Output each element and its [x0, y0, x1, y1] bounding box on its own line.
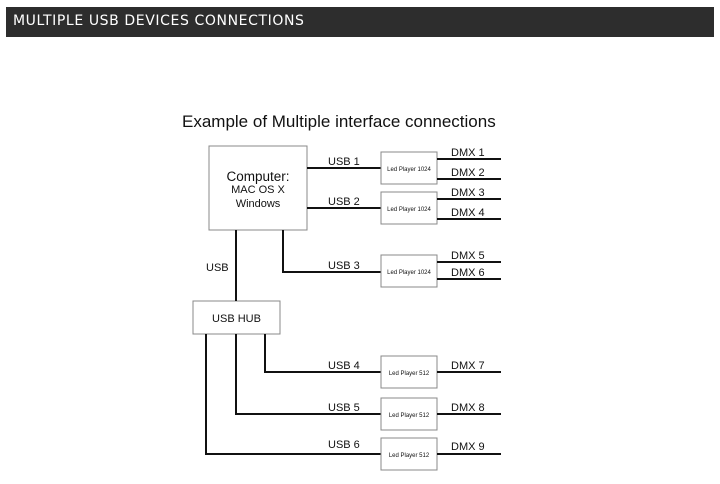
usb1-label: USB 1: [328, 156, 360, 168]
player-box-5: [380, 397, 438, 431]
usb6-label: USB 6: [328, 439, 360, 451]
dmx1-label: DMX 1: [451, 147, 485, 159]
dmx9-label: DMX 9: [451, 441, 485, 453]
usb-hub-box: [192, 300, 281, 335]
diagram-title: Example of Multiple interface connection…: [182, 112, 496, 131]
computer-box: [208, 145, 308, 231]
usb5-line: [235, 334, 381, 415]
usb3-line: [282, 230, 381, 273]
player-box-3: [380, 254, 438, 288]
section-title: MULTIPLE USB DEVICES CONNECTIONS: [13, 13, 305, 29]
dmx5-label: DMX 5: [451, 250, 485, 262]
dmx2-label: DMX 2: [451, 167, 485, 179]
usb-link-label: USB: [206, 262, 229, 274]
usb5-label: USB 5: [328, 402, 360, 414]
usb3-label: USB 3: [328, 260, 360, 272]
computer-label: Computer:: [226, 169, 289, 184]
player-box-1: [380, 151, 438, 185]
computer-os-windows: Windows: [236, 198, 281, 210]
usb4-line: [264, 334, 381, 373]
player-label-3: Led Player 1024: [387, 270, 431, 276]
usb-hub-label: USB HUB: [212, 313, 261, 325]
player-label-4: Led Player 512: [389, 371, 430, 377]
computer-os-mac: MAC OS X: [231, 184, 285, 196]
player-label-6: Led Player 512: [389, 453, 430, 459]
usb6-line: [205, 334, 381, 455]
player-label-1: Led Player 1024: [387, 167, 431, 173]
dmx7-label: DMX 7: [451, 360, 485, 372]
section-header: MULTIPLE USB DEVICES CONNECTIONS: [6, 7, 714, 37]
dmx4-label: DMX 4: [451, 207, 485, 219]
dmx8-label: DMX 8: [451, 402, 485, 414]
player-label-5: Led Player 512: [389, 413, 430, 419]
usb4-label: USB 4: [328, 360, 360, 372]
usb2-label: USB 2: [328, 196, 360, 208]
player-label-2: Led Player 1024: [387, 207, 431, 213]
player-box-6: [380, 437, 438, 471]
player-box-2: [380, 191, 438, 225]
dmx6-label: DMX 6: [451, 267, 485, 279]
dmx3-label: DMX 3: [451, 187, 485, 199]
